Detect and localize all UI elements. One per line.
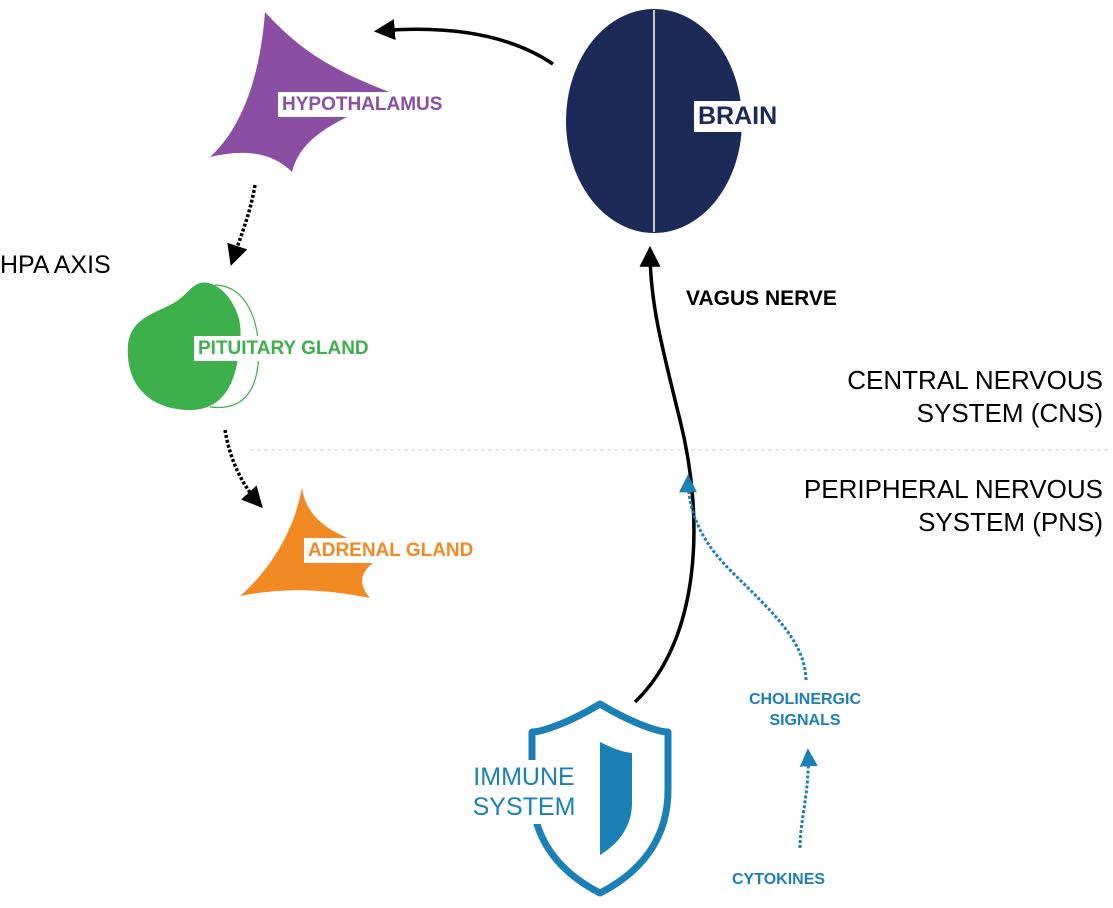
pituitary-label: PITUITARY GLAND [194,336,373,361]
arrow-pituitary-to-adrenal [223,429,263,509]
pns-label: PERIPHERAL NERVOUS SYSTEM (PNS) [804,473,1103,538]
arrow-brain-to-hypothalamus [373,19,554,66]
immune-label-line2: SYSTEM [472,793,576,821]
hypothalamus-label: HYPOTHALAMUS [278,92,447,117]
cns-label: CENTRAL NERVOUS SYSTEM (CNS) [847,364,1103,429]
cns-label-line1: CENTRAL NERVOUS [847,365,1103,395]
cytokines-label: CYTOKINES [732,871,826,888]
arrow-cytokines [798,748,818,849]
brain-shape [566,9,742,233]
cholinergic-label-line1: CHOLINERGIC [749,691,861,708]
arrow-hypothalamus-to-pituitary [227,184,257,266]
pns-label-line2: SYSTEM (PNS) [918,506,1103,537]
immune-shield-icon [528,700,672,897]
arrow-cholinergic-signals [679,474,808,681]
brain-label: BRAIN [694,101,782,132]
cns-label-line2: SYSTEM (CNS) [916,397,1103,428]
arrow-vagus-nerve [633,245,696,704]
cholinergic-label-line2: SIGNALS [769,711,841,729]
immune-label: IMMUNE SYSTEM [462,760,586,824]
vagus-nerve-label: VAGUS NERVE [686,287,837,310]
adrenal-label: ADRENAL GLAND [304,538,478,563]
pns-label-line1: PERIPHERAL NERVOUS [803,474,1103,504]
immune-label-line1: IMMUNE [473,763,575,791]
pituitary-shape [127,282,260,410]
hpa-axis-label: HPA AXIS [0,251,111,279]
cholinergic-label: CHOLINERGIC SIGNALS [737,690,873,732]
